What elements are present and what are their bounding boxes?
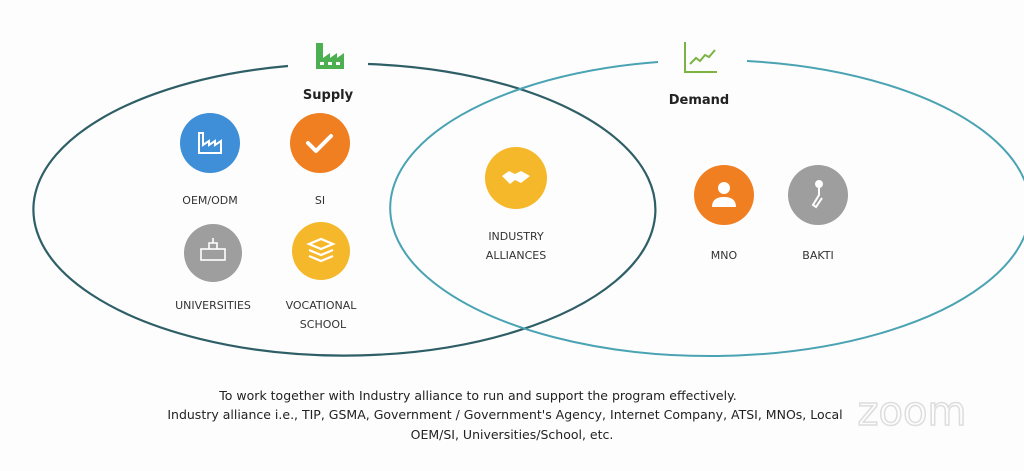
vocational-label-line2: SCHOOL [300, 318, 347, 331]
industry-alliances-node: INDUSTRY ALLIANCES [485, 147, 547, 262]
demand-title: Demand [669, 93, 730, 108]
demand-ellipse [389, 60, 1024, 358]
vocational-label-line1: VOCATIONAL [286, 299, 358, 312]
industry-label-line1: INDUSTRY [488, 230, 544, 243]
building-icon [200, 238, 226, 261]
si-label: SI [315, 194, 325, 207]
oem-odm-label: OEM/ODM [182, 194, 237, 207]
si-node: SI [290, 113, 350, 207]
supply-title: Supply [303, 88, 354, 103]
mno-node: MNO [694, 165, 754, 262]
books-icon [306, 237, 336, 263]
industry-label-line2: ALLIANCES [486, 249, 546, 262]
vocational-school-node: VOCATIONAL SCHOOL [286, 222, 358, 331]
universities-label: UNIVERSITIES [175, 299, 251, 312]
caption-line1: To work together with Industry alliance … [218, 388, 736, 403]
supply-ellipse [32, 62, 657, 357]
growth-chart-icon [684, 42, 717, 73]
bakti-label: BAKTI [802, 249, 833, 262]
caption-line2: Industry alliance i.e., TIP, GSMA, Gover… [167, 407, 842, 422]
checkmark-icon [306, 134, 333, 153]
zoom-watermark: zoom [858, 389, 967, 435]
handshake-icon [502, 171, 530, 184]
universities-node: UNIVERSITIES [175, 224, 251, 312]
oem-odm-node: OEM/ODM [180, 113, 240, 207]
mno-label: MNO [711, 249, 738, 262]
bakti-node: BAKTI [788, 165, 848, 262]
tool-icon [811, 180, 823, 209]
caption-line3: OEM/SI, Universities/School, etc. [411, 427, 614, 442]
factory-icon [198, 132, 222, 154]
factory-icon [316, 43, 344, 69]
person-headset-icon [712, 182, 736, 207]
